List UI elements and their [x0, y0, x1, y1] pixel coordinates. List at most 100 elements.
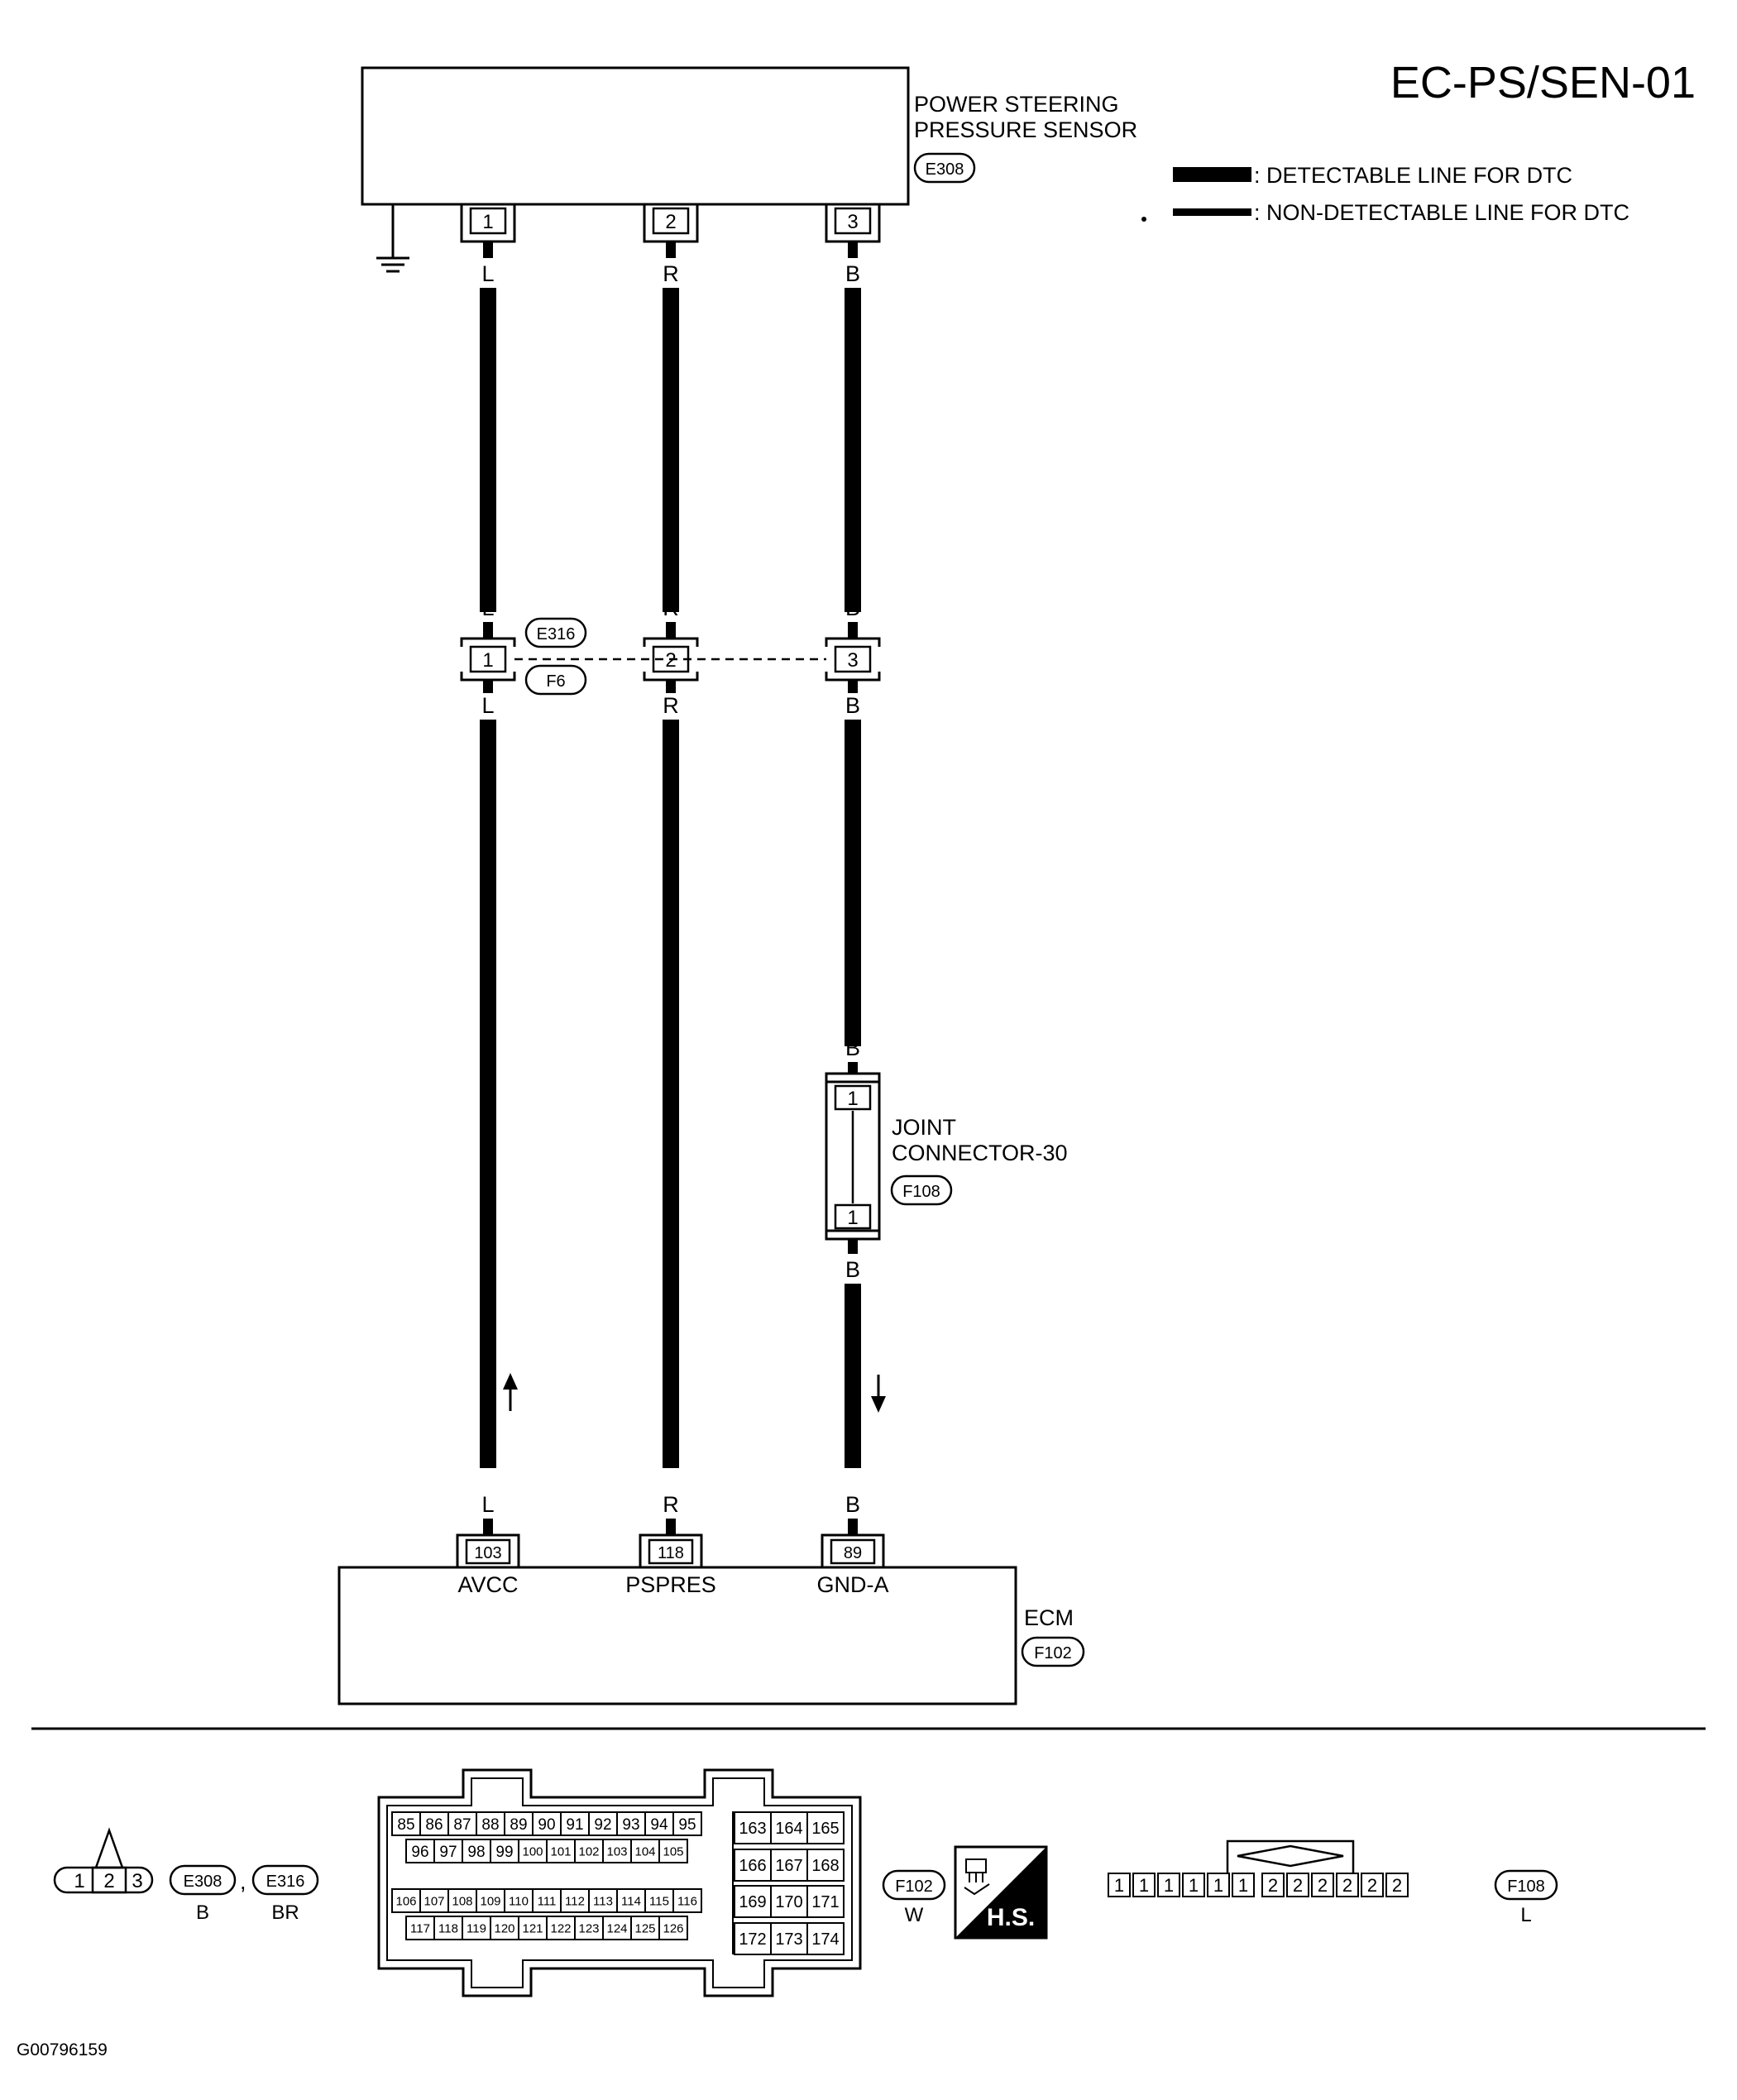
sensor-connector-id-pill — [913, 152, 976, 184]
sensor-name-line1: POWER STEERING — [914, 92, 1119, 117]
ecm-signal-pspres: PSPRES — [625, 1572, 716, 1597]
ecm-pin-103-label: 103 — [474, 1544, 501, 1562]
inline-bottom-id-pill — [524, 664, 587, 696]
f102-pin-86: 86 — [425, 1816, 443, 1834]
connector-view-e308: 1 2 3 E308 B , E316 BR — [53, 1827, 319, 1924]
f102-pin-114: 114 — [621, 1894, 641, 1908]
f102-pin-103: 103 — [606, 1844, 627, 1858]
legend-non-detectable-label: : NON-DETECTABLE LINE FOR DTC — [1254, 200, 1629, 225]
f102-pin-106: 106 — [395, 1894, 416, 1908]
e308-view-pin-3: 3 — [132, 1870, 142, 1892]
f108-pin-4: 1 — [1189, 1875, 1199, 1896]
joint-connector-id: F108 — [902, 1183, 940, 1201]
e308-e316-separator: , — [240, 1869, 246, 1894]
f102-pin-168-box — [806, 1849, 845, 1882]
f102-pin-171-box — [806, 1885, 845, 1918]
sensor-pin-2-label: 2 — [665, 211, 676, 233]
inline-pin-1-label: 1 — [482, 649, 493, 672]
f102-pin-116-box — [672, 1888, 702, 1913]
e316-view-id: E316 — [266, 1873, 305, 1891]
f102-pin-109: 109 — [480, 1894, 500, 1908]
f108-pin-6: 1 — [1238, 1875, 1248, 1896]
f102-pin-125: 125 — [634, 1921, 655, 1935]
hs-badge-label: H.S. — [987, 1904, 1035, 1931]
ecm-box — [337, 1566, 1017, 1705]
wire-3-color-joint-bottom: B — [845, 1257, 860, 1282]
wire-2-color-inline-top: R — [663, 596, 679, 620]
wire-3-color-top: B — [845, 261, 860, 286]
f102-pin-108: 108 — [452, 1894, 472, 1908]
ecm-pin-118-label: 118 — [658, 1544, 684, 1562]
f102-pin-115: 115 — [649, 1894, 669, 1908]
wire-1-color-bottom: L — [481, 1492, 494, 1517]
f102-pin-105-box — [658, 1839, 688, 1863]
wire-1: L L L L — [480, 242, 496, 1535]
f102-pin-117: 117 — [410, 1921, 430, 1935]
f102-pin-96: 96 — [411, 1844, 428, 1861]
legend-detectable-label: : DETECTABLE LINE FOR DTC — [1254, 163, 1572, 188]
f102-pin-111: 111 — [538, 1894, 557, 1908]
f102-pin-123: 123 — [578, 1921, 599, 1935]
f102-pin-112: 112 — [565, 1894, 585, 1908]
f102-pin-172: 172 — [739, 1930, 766, 1949]
ground-icon — [376, 204, 409, 273]
f102-pin-168: 168 — [811, 1857, 839, 1875]
f102-pin-165: 165 — [811, 1820, 839, 1838]
diagram-code: EC-PS/SEN-01 — [1390, 58, 1696, 108]
f102-pin-121: 121 — [522, 1921, 543, 1935]
f108-pin-3-box — [1157, 1873, 1180, 1897]
f102-pin-87: 87 — [453, 1816, 471, 1834]
f102-pin-118: 118 — [438, 1921, 458, 1935]
f102-pin-95: 95 — [678, 1816, 696, 1834]
wire-1-color-inline-top: L — [481, 596, 494, 620]
ecm-id-pill — [1021, 1636, 1085, 1667]
f108-pin-8: 2 — [1293, 1875, 1303, 1896]
f108-pin-7: 2 — [1268, 1875, 1278, 1896]
f102-pin-91: 91 — [566, 1816, 583, 1834]
f102-pin-171: 171 — [811, 1893, 839, 1911]
f102-pin-113: 113 — [593, 1894, 613, 1908]
inline-top-id-pill — [524, 617, 587, 648]
f102-pin-98: 98 — [467, 1844, 485, 1861]
wire-3-color-inline-bottom: B — [845, 693, 860, 718]
f108-pin-5-box — [1207, 1873, 1230, 1897]
wire-2: R R R R — [663, 242, 679, 1535]
wire-3: B B B B B B — [845, 242, 861, 1535]
hs-connector-icon — [964, 1858, 990, 1896]
inline-pin-3-label: 3 — [847, 649, 858, 672]
joint-connector-name-line2: CONNECTOR-30 — [892, 1141, 1068, 1165]
f102-pin-101: 101 — [550, 1844, 571, 1858]
f102-pin-163: 163 — [739, 1820, 766, 1838]
legend-non-detectable-swatch — [1173, 208, 1251, 216]
sensor-box — [361, 66, 910, 206]
arrow-up-icon — [503, 1373, 518, 1411]
wire-1-color-top: L — [481, 261, 494, 286]
ecm-pin-89-label: 89 — [844, 1544, 862, 1562]
f108-pin-1: 1 — [1114, 1875, 1124, 1896]
f102-pin-92: 92 — [594, 1816, 611, 1834]
sensor-connector-id: E308 — [926, 160, 964, 179]
f102-pin-167: 167 — [775, 1857, 802, 1875]
arrow-down-icon — [871, 1375, 886, 1413]
sensor-pin-1-label: 1 — [482, 211, 493, 233]
f102-pin-104: 104 — [634, 1844, 655, 1858]
f108-view-color: L — [1520, 1904, 1531, 1926]
f102-pin-88: 88 — [481, 1816, 499, 1834]
joint-connector-name-line1: JOINT — [892, 1115, 956, 1140]
f102-pin-120: 120 — [494, 1921, 514, 1935]
connector-e308-key-icon — [94, 1827, 124, 1869]
wire-2-color-top: R — [663, 261, 679, 286]
f108-pin-10-box — [1336, 1873, 1359, 1897]
f102-pin-122: 122 — [550, 1921, 571, 1935]
f102-pin-169: 169 — [739, 1893, 766, 1911]
f102-view-id: F102 — [895, 1878, 933, 1896]
f102-pin-166: 166 — [739, 1857, 766, 1875]
sensor-name-line2: PRESSURE SENSOR — [914, 117, 1137, 142]
f102-housing — [377, 1768, 862, 1997]
f102-pin-90: 90 — [538, 1816, 555, 1834]
f102-view-color: W — [905, 1904, 924, 1926]
legend-detectable-swatch — [1173, 167, 1251, 182]
f102-pin-174-box — [806, 1922, 845, 1955]
sensor-pin-2: 2 — [643, 204, 699, 243]
ecm: AVCC PSPRES GND-A ECM F102 — [337, 1566, 1085, 1705]
